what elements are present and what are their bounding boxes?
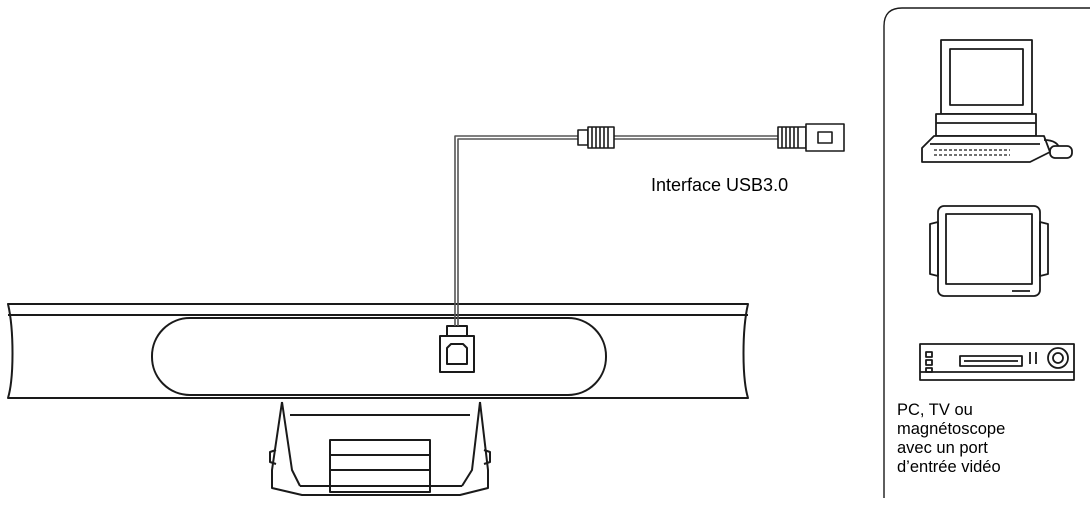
device-caption-line: d’entrée vidéo (897, 458, 1001, 476)
device-caption: PC, TV ou magnétoscope avec un port d’en… (897, 401, 1005, 477)
device-panel-border (883, 7, 1090, 498)
tv-monitor-icon (929, 205, 1049, 297)
device-caption-line: avec un port (897, 439, 988, 457)
camera-stand-icon (269, 401, 491, 496)
vcr-icon (919, 343, 1075, 381)
usb-a-plug-icon (777, 123, 845, 152)
usb-b-plug-icon (577, 126, 615, 149)
usb-cable (454, 135, 778, 326)
camera-bar-icon (7, 303, 749, 399)
device-caption-line: PC, TV ou (897, 401, 973, 419)
usb-interface-label: Interface USB3.0 (651, 175, 789, 195)
usb-b-port-icon (439, 325, 475, 373)
desktop-computer-icon (921, 39, 1073, 163)
device-caption-line: magnétoscope (897, 420, 1006, 438)
